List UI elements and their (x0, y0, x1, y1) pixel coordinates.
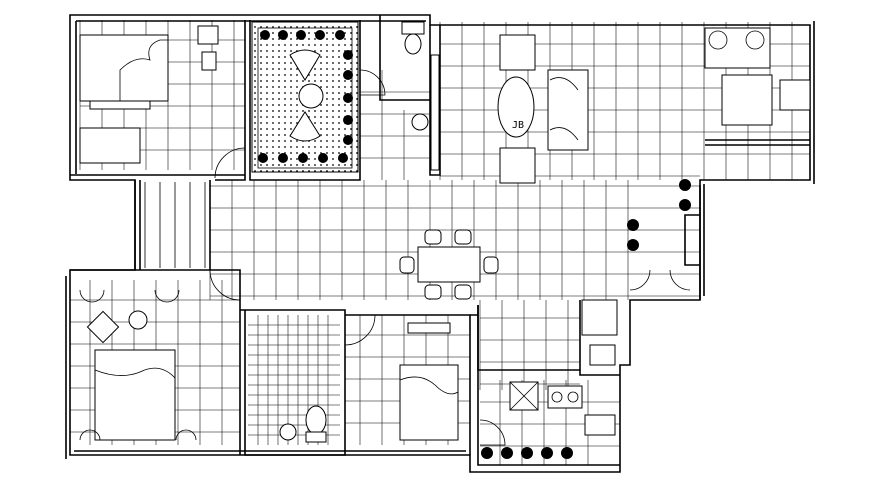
courtyard-plants (258, 30, 353, 163)
dining-table (399, 229, 499, 300)
living-sofa-set: JB (497, 34, 589, 184)
doors (209, 69, 691, 446)
bed-top-left (79, 34, 169, 110)
kitchen-fixtures (509, 299, 618, 436)
plants-right (627, 179, 691, 251)
toilet-top (401, 21, 440, 171)
bed-bottom-middle (399, 322, 459, 441)
bottom-left-bedroom (79, 289, 197, 441)
tile-grid-bathroom (248, 315, 340, 445)
table-label: JB (512, 120, 524, 131)
bathroom-fixtures (279, 405, 327, 443)
kitchen-plants (481, 447, 573, 459)
staircase (144, 182, 206, 268)
study-furniture (704, 27, 811, 126)
courtyard-furniture (289, 49, 324, 142)
side-tables-top (79, 25, 219, 164)
